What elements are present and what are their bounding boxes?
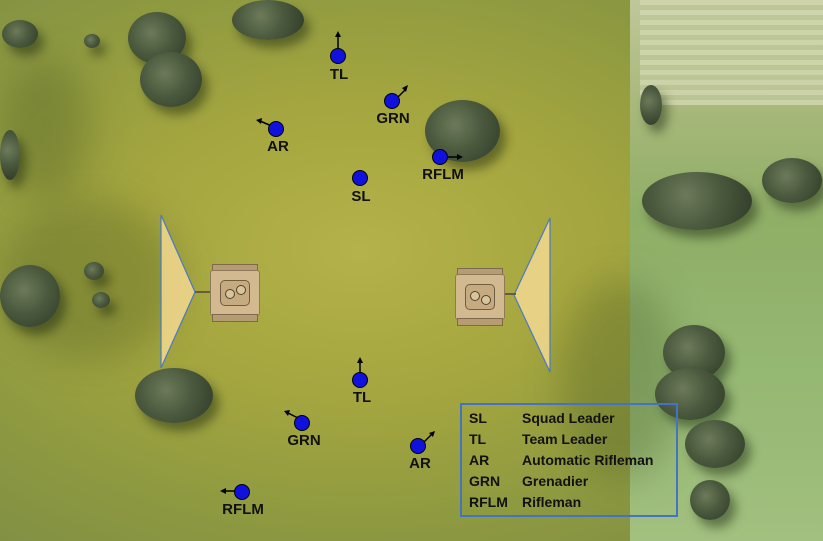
- unit-label: GRN: [376, 110, 410, 127]
- unit-marker: [410, 438, 426, 454]
- bush: [0, 130, 20, 180]
- unit-marker: [234, 484, 250, 500]
- crop-field: [640, 0, 823, 105]
- bush: [92, 292, 110, 308]
- tank-left: [210, 264, 260, 322]
- legend-abbr: RFLM: [469, 494, 508, 510]
- unit-marker: [384, 93, 400, 109]
- legend-row: SL Squad Leader: [462, 410, 676, 431]
- bush: [642, 172, 752, 230]
- legend-row: GRN Grenadier: [462, 473, 676, 494]
- unit-marker: [432, 149, 448, 165]
- unit-label: SL: [351, 188, 371, 205]
- legend-name: Squad Leader: [522, 410, 615, 426]
- tank-right: [455, 268, 505, 326]
- bush: [84, 262, 104, 280]
- legend-name: Rifleman: [522, 494, 582, 510]
- bush: [140, 52, 202, 107]
- unit-label: GRN: [287, 432, 321, 449]
- bush: [232, 0, 304, 40]
- legend-abbr: TL: [469, 431, 487, 447]
- legend-row: RFLM Rifleman: [462, 494, 676, 515]
- legend-name: Team Leader: [522, 431, 608, 447]
- bush: [640, 85, 662, 125]
- terrain-shadow: [0, 60, 90, 200]
- unit-marker: [352, 170, 368, 186]
- bush: [690, 480, 730, 520]
- legend-abbr: SL: [469, 410, 487, 426]
- bush: [135, 368, 213, 423]
- bush: [685, 420, 745, 468]
- unit-label: TL: [329, 66, 349, 83]
- unit-marker: [268, 121, 284, 137]
- bush: [655, 368, 725, 420]
- unit-marker: [330, 48, 346, 64]
- unit-label: RFLM: [422, 166, 464, 183]
- unit-marker: [352, 372, 368, 388]
- unit-label: AR: [267, 138, 289, 155]
- bush: [84, 34, 100, 48]
- legend-abbr: AR: [469, 452, 490, 468]
- legend-abbr: GRN: [469, 473, 501, 489]
- legend-row: TL Team Leader: [462, 431, 676, 452]
- unit-label: TL: [352, 389, 372, 406]
- legend: SL Squad Leader TL Team Leader AR Automa…: [460, 403, 678, 517]
- bush: [762, 158, 822, 203]
- legend-name: Grenadier: [522, 473, 589, 489]
- unit-marker: [294, 415, 310, 431]
- unit-label: RFLM: [222, 501, 264, 518]
- legend-row: AR Automatic Rifleman: [462, 452, 676, 473]
- bush: [2, 20, 38, 48]
- legend-name: Automatic Rifleman: [522, 452, 654, 468]
- unit-label: AR: [409, 455, 431, 472]
- bush: [0, 265, 60, 327]
